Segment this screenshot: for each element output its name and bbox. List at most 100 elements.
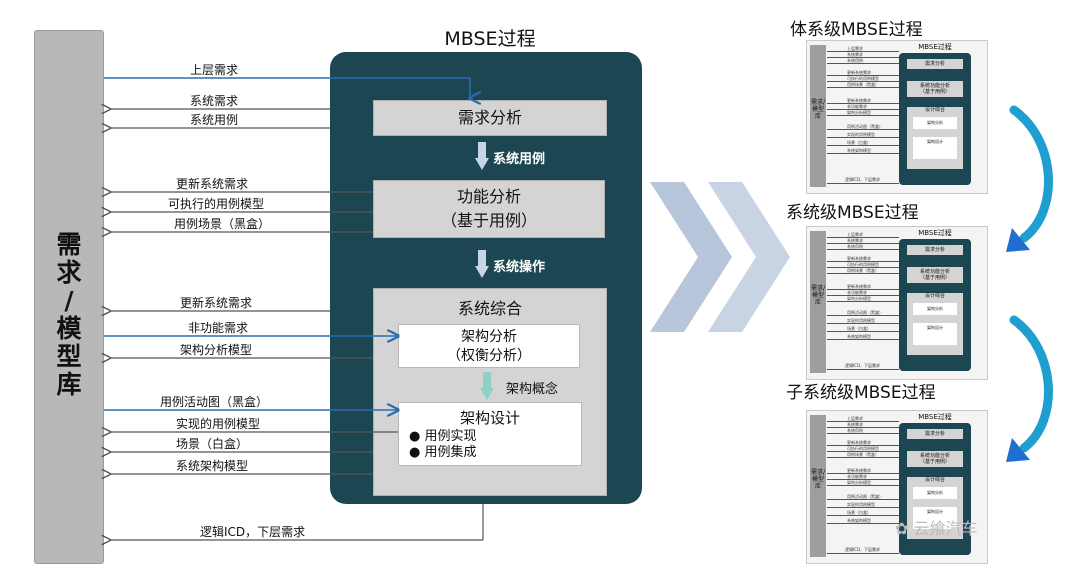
thumb-flow-line	[827, 249, 899, 250]
thumb-arch1-box: 架构分析	[913, 487, 957, 499]
thumb-flow-label: 系统用例	[847, 428, 863, 433]
thumb-flow-label: 实现的用例模型	[847, 132, 875, 137]
thumb-flow-label: 场景（白盒）	[847, 510, 871, 515]
thumb-flow-line	[827, 145, 899, 146]
thumb-flow-label: 用例活动图（黑盒）	[847, 124, 883, 129]
thumb-flow-label: 可执行的用例模型	[847, 76, 879, 81]
thumb-flow-label: 用例活动图（黑盒）	[847, 310, 883, 315]
requirements-model-repository: 需 求 / 模 型 库	[34, 30, 104, 564]
thumb-flow-label: 更新系统需求	[847, 256, 871, 261]
chevron-2	[708, 182, 790, 332]
thumb-flow-line	[827, 81, 899, 82]
thumb-flow-label: 系统需求	[847, 422, 863, 427]
bullet-item: ● 用例集成	[409, 445, 477, 460]
thumb-flow-label: 实现的用例模型	[847, 318, 875, 323]
thumb-func-box: 系统功能分析（基于用例）	[907, 451, 963, 467]
thumb-repository-label: 需求/模型库	[810, 99, 826, 120]
flow-label-arch-concept: 架构概念	[506, 382, 559, 397]
thumb-arch1-box: 架构分析	[913, 303, 957, 315]
bullet-item: ● 用例实现	[409, 429, 477, 444]
thumb-synth-title: 设计综合	[924, 293, 945, 299]
thumb-flow-line	[827, 451, 899, 452]
thumb-flow-line	[827, 87, 899, 88]
thumb-req-box: 需求分析	[907, 429, 963, 439]
thumb-flow-label: 非功能需求	[847, 474, 867, 479]
thumb-flow-label: 非功能需求	[847, 290, 867, 295]
thumb-flow-line	[827, 485, 899, 486]
process-title: MBSE过程	[444, 28, 536, 50]
thumb-func-box: 系统功能分析（基于用例）	[907, 81, 963, 97]
flow-label: 系统架构模型	[176, 459, 249, 473]
thumb-flow-line	[827, 499, 899, 500]
flow-label: 系统用例	[190, 113, 239, 127]
thumb-repository-label: 需求/模型库	[810, 285, 826, 306]
flow-label-operations: 系统操作	[493, 260, 546, 275]
thumb-flow-label: 更新系统需求	[847, 440, 871, 445]
thumb-flow-label: 上层需求	[847, 232, 863, 237]
architecture-design-bullets: ● 用例实现 ● 用例集成	[409, 429, 477, 461]
thumb-flow-line	[827, 301, 899, 302]
thumb-flow-line	[827, 129, 899, 130]
thumb-synth-title: 设计综合	[924, 477, 945, 483]
flow-arrow-use-cases	[475, 142, 489, 170]
functional-analysis-subtitle: （基于用例）	[440, 211, 537, 230]
flow-label: 上层需求	[190, 63, 239, 77]
thumb-flow-label: 更新系统需求	[847, 468, 871, 473]
thumb-func-subtitle: （基于用例）	[919, 459, 950, 465]
system-synthesis-title: 系统综合	[457, 299, 522, 318]
thumb-flow-label: 系统需求	[847, 52, 863, 57]
flow-label: 系统需求	[190, 94, 239, 108]
thumb-flow-label: 系统架构模型	[847, 148, 871, 153]
thumb-flow-line	[827, 445, 899, 446]
thumb-flow-line	[827, 183, 899, 184]
thumb-flow-label: 用例活动图（黑盒）	[847, 494, 883, 499]
thumb-flow-line	[827, 261, 899, 262]
thumb-panel-title: MBSE过程	[918, 413, 952, 421]
thumb-arch2-box: 架构设计	[913, 323, 957, 345]
chevron-1	[650, 182, 732, 332]
thumb-flow-label: 逻辑ICD，下层需求	[845, 363, 881, 368]
level-title-subsystem: 子系统级MBSE过程	[786, 383, 936, 403]
thumb-flow-line	[827, 369, 899, 370]
flow-arrow-operations	[475, 250, 489, 278]
thumb-flow-label: 系统架构模型	[847, 518, 871, 523]
thumb-repository-label: 需求/模型库	[810, 469, 826, 490]
architecture-design-title: 架构设计	[459, 409, 520, 427]
flow-label: 架构分析模型	[180, 343, 253, 357]
thumb-repository	[810, 45, 826, 187]
curved-arrow-head-2	[1006, 438, 1030, 462]
flow-label: 非功能需求	[188, 321, 249, 335]
thumb-flow-line	[827, 103, 899, 104]
thumb-flow-line	[827, 331, 899, 332]
thumb-flow-line	[827, 507, 899, 508]
thumb-flow-line	[827, 75, 899, 76]
thumb-flow-line	[827, 273, 899, 274]
thumb-func-subtitle: （基于用例）	[919, 89, 950, 95]
thumb-flow-line	[827, 243, 899, 244]
thumb-flow-label: 更新系统需求	[847, 98, 871, 103]
thumb-synth-title: 设计综合	[924, 107, 945, 113]
thumb-func-title: 系统功能分析	[919, 269, 950, 275]
curved-arrow-head-1	[1006, 228, 1030, 252]
flow-label: 逻辑ICD，下层需求	[200, 525, 306, 539]
flow-label: 可执行的用例模型	[168, 197, 265, 211]
functional-analysis-box: 功能分析 （基于用例）	[373, 180, 605, 238]
thumb-flow-label: 逻辑ICD，下层需求	[845, 177, 881, 182]
level-title-system: 系统级MBSE过程	[786, 203, 919, 223]
thumb-flow-label: 非功能需求	[847, 104, 867, 109]
thumb-func-box: 系统功能分析（基于用例）	[907, 267, 963, 283]
thumb-flow-line	[827, 523, 899, 524]
thumb-flow-line	[827, 137, 899, 138]
wechat-icon: ✿	[895, 519, 909, 538]
thumb-flow-label: 可执行的用例模型	[847, 262, 879, 267]
thumb-flow-line	[827, 479, 899, 480]
architecture-design-box: 架构设计 ● 用例实现 ● 用例集成	[398, 402, 582, 466]
thumb-flow-label: 用例场景（黑盒）	[847, 268, 879, 273]
thumb-flow-line	[827, 433, 899, 434]
level-transition-arrows	[1006, 105, 1053, 462]
architecture-analysis-subtitle: （权衡分析）	[447, 348, 531, 364]
thumb-panel-title: MBSE过程	[918, 229, 952, 237]
thumb-flow-label: 架构分析模型	[847, 480, 871, 485]
